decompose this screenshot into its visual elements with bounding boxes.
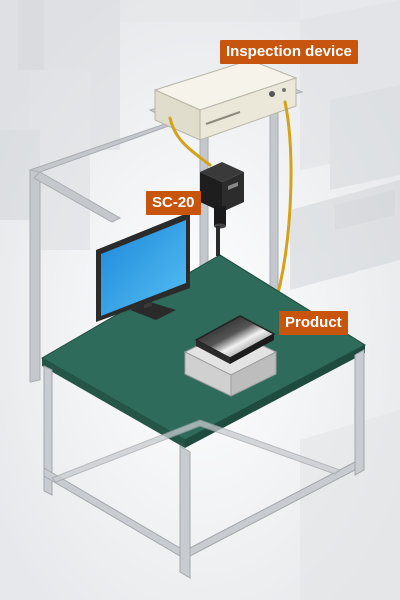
product-label: Product: [279, 311, 348, 335]
table-frame-back: [28, 94, 279, 383]
monitor-icon: [96, 212, 190, 322]
inspection-device-label: Inspection device: [220, 40, 358, 64]
camera-label: SC-20: [146, 191, 201, 215]
table-frame-front: [43, 349, 365, 579]
product-tray-icon: [183, 315, 278, 397]
camera-icon: [200, 162, 244, 256]
inspection-device-icon: [153, 59, 298, 141]
